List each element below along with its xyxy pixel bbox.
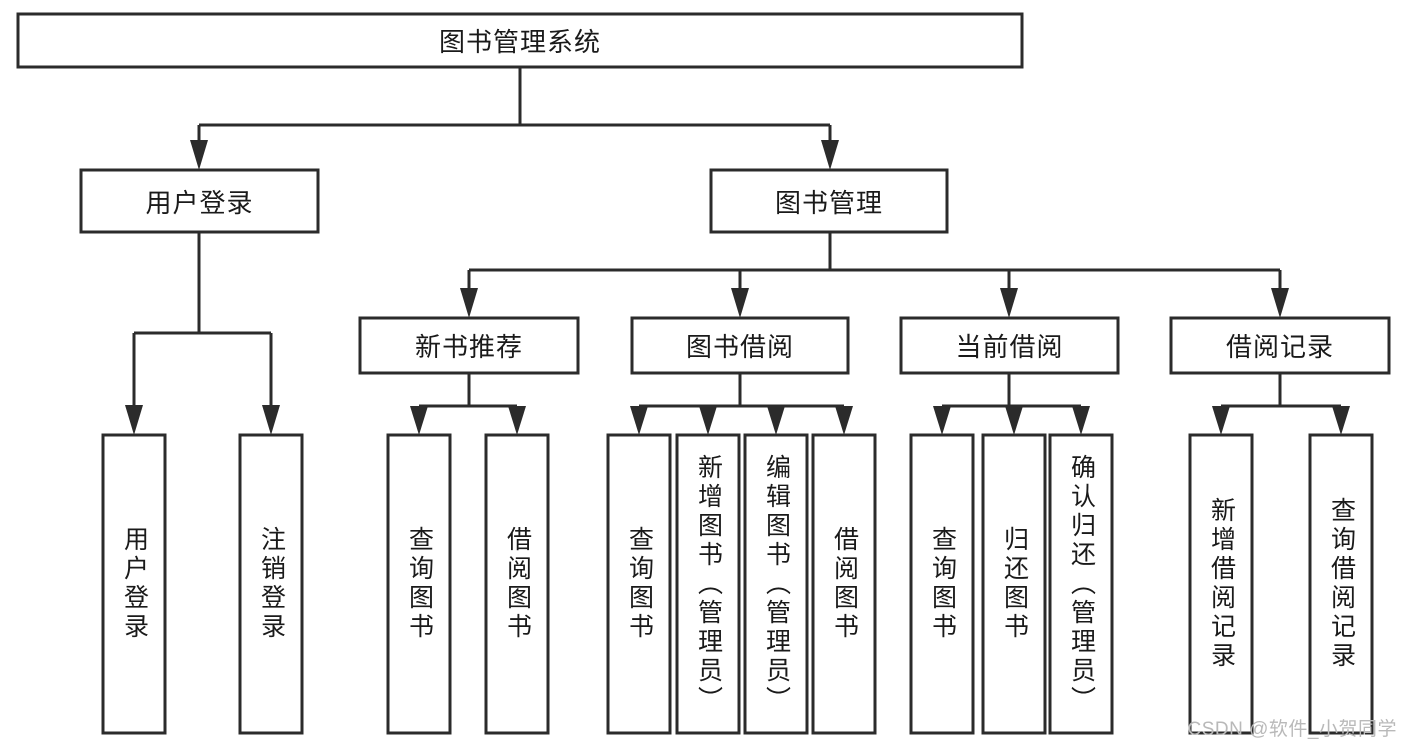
arrow-head-book-borrow: [731, 288, 749, 318]
arrow-head-leaf-edit-book: [767, 406, 785, 435]
arrow-head-leaf-logout: [262, 405, 280, 435]
leaf-box-query-book-1[interactable]: [386, 433, 452, 735]
leaf-box-confirm-return[interactable]: [1048, 433, 1114, 735]
leaf-box-return-book[interactable]: [981, 433, 1047, 735]
node-book-borrow-box[interactable]: [630, 316, 850, 375]
node-new-book-rec-box[interactable]: [358, 316, 580, 375]
leaf-box-borrow-book-1[interactable]: [484, 433, 550, 735]
arrow-head-leaf-user-login: [125, 405, 143, 435]
leaf-box-query-book-2[interactable]: [606, 433, 672, 735]
arrow-head-borrow-record: [1271, 288, 1289, 318]
node-current-borrow-box[interactable]: [899, 316, 1120, 375]
arrow-head-leaf-add-book: [699, 406, 717, 435]
node-book-mgmt-box[interactable]: [709, 168, 949, 234]
leaf-box-borrow-book-2[interactable]: [811, 433, 877, 735]
leaf-box-logout[interactable]: [238, 433, 304, 735]
leaf-box-query-record[interactable]: [1308, 433, 1374, 735]
leaf-box-add-book[interactable]: [675, 433, 741, 735]
arrow-head-leaf-confirm-return: [1072, 406, 1090, 435]
leaf-box-user-login[interactable]: [101, 433, 167, 735]
arrow-head-leaf-query-record: [1332, 406, 1350, 435]
arrow-head-leaf-add-record: [1212, 406, 1230, 435]
arrow-head-leaf-query-book-3: [933, 406, 951, 435]
arrow-head-leaf-query-book-2: [630, 406, 648, 435]
arrow-head-leaf-borrow-book-1: [508, 406, 526, 435]
arrow-head-book-mgmt: [821, 140, 839, 170]
arrow-head-new-book-rec: [460, 288, 478, 318]
arrow-head-leaf-borrow-book-2: [835, 406, 853, 435]
leaf-box-edit-book[interactable]: [743, 433, 809, 735]
arrow-head-leaf-query-book-1: [410, 406, 428, 435]
csdn-watermark: CSDN @软件_小贺同学: [1187, 719, 1397, 740]
node-user-login-box[interactable]: [79, 168, 320, 234]
leaf-box-add-record[interactable]: [1188, 433, 1254, 735]
leaf-box-query-book-3[interactable]: [909, 433, 975, 735]
node-borrow-record-box[interactable]: [1169, 316, 1391, 375]
node-root-box[interactable]: [16, 12, 1024, 69]
arrow-head-user-login: [190, 140, 208, 170]
arrow-head-leaf-return-book: [1005, 406, 1023, 435]
arrow-head-current-borrow: [1000, 288, 1018, 318]
